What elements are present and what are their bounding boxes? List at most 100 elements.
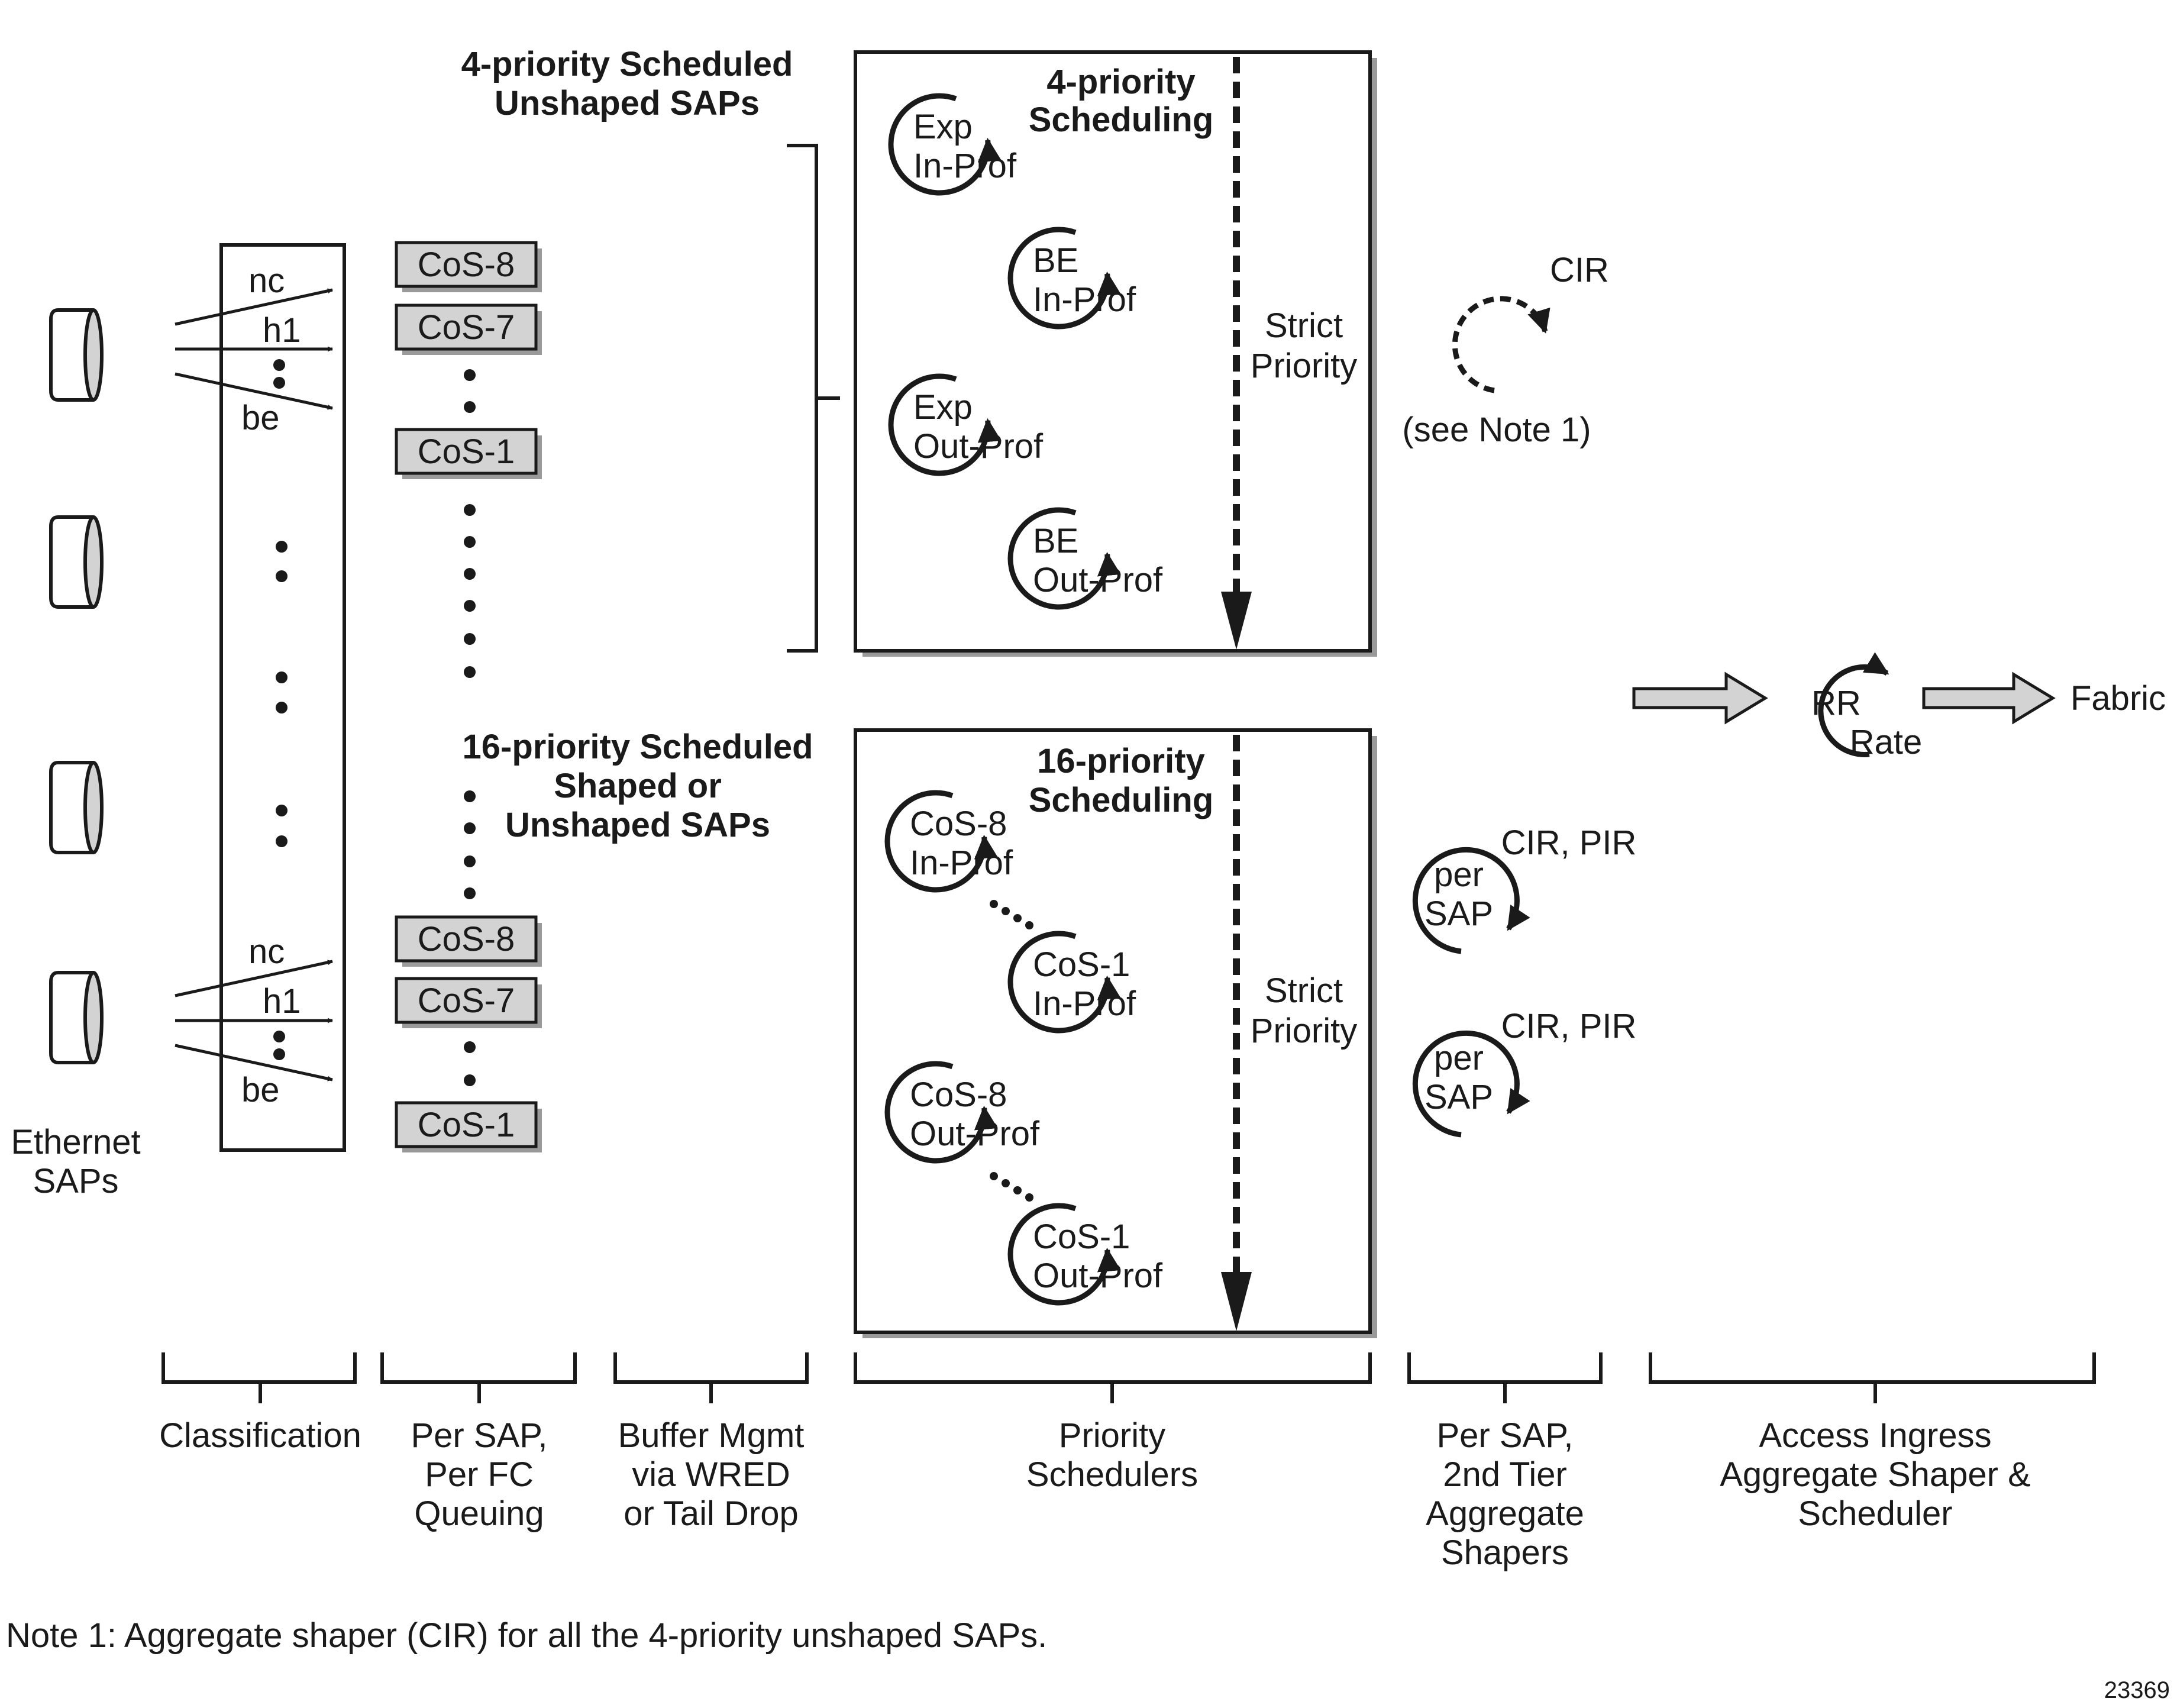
cir-shaper-dashed-icon <box>1452 296 1550 393</box>
top-strict-line1: Strict <box>1265 306 1343 345</box>
saps-label-line1: Ethernet <box>11 1123 140 1161</box>
footnote: Note 1: Aggregate shaper (CIR) for all t… <box>6 1616 1047 1655</box>
scheduler-label-line2: Out-Prof <box>910 1115 1040 1153</box>
scheduler-label-line2: In-Prof <box>1033 984 1136 1023</box>
bottom-schedulers: CoS-8In-ProfCoS-1In-ProfCoS-8Out-ProfCoS… <box>884 790 1163 1306</box>
strict-priority-arrowhead-bottom <box>1221 1272 1252 1331</box>
top-box-title-line1: 4-priority <box>1046 63 1195 101</box>
ellipsis-dot <box>464 1074 476 1086</box>
classification-flow-top: nc h1 be <box>175 261 333 437</box>
flow-arrow-be <box>175 372 333 410</box>
top-box-title-line2: Scheduling <box>1029 101 1214 139</box>
rr-scheduler-icon <box>1818 652 1889 757</box>
stage-bracket: Classification <box>159 1352 361 1455</box>
flow-arrow-to-fabric <box>1922 671 2056 725</box>
stage-label: Per FC <box>425 1455 534 1494</box>
queue-box: CoS-7 <box>395 977 542 1028</box>
stage-label: Per SAP, <box>411 1416 547 1455</box>
scheduler-label-line1: BE <box>1033 241 1078 280</box>
fc-label-be: be <box>241 399 280 437</box>
stage-label: Queuing <box>414 1494 544 1533</box>
scheduler-label-line2: In-Prof <box>910 844 1013 882</box>
rate-label: Rate <box>1850 723 1923 761</box>
ellipsis-dot <box>464 568 476 580</box>
ellipsis-dot <box>464 822 476 834</box>
scheduler-label-line2: Out-Prof <box>913 427 1044 466</box>
top-group-title-line2: Unshaped SAPs <box>495 84 760 122</box>
strict-priority-arrowhead-top <box>1221 592 1252 650</box>
sap-cylinders <box>49 308 104 1064</box>
flow-arrow-into-rr <box>1632 671 1768 725</box>
queue-label: CoS-8 <box>418 246 515 284</box>
bottom-group-title-line3: Unshaped SAPs <box>505 806 770 844</box>
queue-box: CoS-8 <box>395 915 542 967</box>
top-group-bracket <box>787 144 840 653</box>
stage-label: Per SAP, <box>1436 1416 1573 1455</box>
queue-box: CoS-7 <box>395 303 542 355</box>
bottom-box-title-line1: 16-priority <box>1037 742 1205 780</box>
fc-label-be: be <box>241 1071 280 1109</box>
queue-box: CoS-8 <box>395 241 542 292</box>
scheduler-label-line2: Out-Prof <box>1033 561 1163 599</box>
fabric-label: Fabric <box>2070 679 2166 718</box>
bottom-strict-line1: Strict <box>1265 971 1343 1010</box>
shaper-rate-label: CIR, PIR <box>1501 824 1637 862</box>
ellipsis-dot <box>464 666 476 678</box>
ellipsis-dot <box>273 359 285 371</box>
flow-arrow-be <box>175 1044 333 1081</box>
scheduler-label-line1: CoS-1 <box>1033 1218 1130 1256</box>
queue-label: CoS-1 <box>418 432 515 471</box>
stage-label: Schedulers <box>1026 1455 1198 1494</box>
ellipsis-dot <box>464 504 476 516</box>
classification-box <box>219 243 346 1152</box>
stage-label: Buffer Mgmt <box>618 1416 805 1455</box>
flow-arrow-nc <box>175 288 333 326</box>
classification-ellipsis <box>276 541 288 847</box>
cir-label: CIR <box>1550 251 1609 289</box>
shaper-label-line2: SAP <box>1424 1078 1493 1116</box>
ellipsis-dot <box>464 633 476 645</box>
fc-label-nc: nc <box>248 261 285 300</box>
stage-label: Scheduler <box>1798 1494 1952 1533</box>
stage-label: Aggregate <box>1426 1494 1584 1533</box>
scheduler-label-line2: In-Prof <box>1033 280 1136 319</box>
queue-ellipsis <box>464 369 476 1086</box>
rr-label: RR <box>1811 684 1861 722</box>
stage-label: via WRED <box>632 1455 790 1494</box>
queue-label: CoS-7 <box>418 308 515 347</box>
bottom-strict-line2: Priority <box>1251 1012 1357 1050</box>
ellipsis-dot <box>273 377 285 389</box>
see-note-label: (see Note 1) <box>1402 411 1591 449</box>
scheduler-label-line1: CoS-1 <box>1033 945 1130 984</box>
shaper-label-line2: SAP <box>1424 895 1493 933</box>
scheduler-icon: CoS-1In-Prof <box>1007 931 1136 1034</box>
bottom-box-title-line2: Scheduling <box>1029 781 1214 819</box>
queue-label: CoS-7 <box>418 981 515 1020</box>
ellipsis-dot <box>464 369 476 381</box>
bottom-group-title-line1: 16-priority Scheduled <box>462 728 813 766</box>
queue-label: CoS-8 <box>418 920 515 958</box>
scheduler-label-line1: Exp <box>913 108 973 146</box>
stage-label: Priority <box>1059 1416 1165 1455</box>
classification-flow-bottom: nc h1 be <box>175 932 333 1109</box>
ethernet-sap-icon <box>49 515 104 609</box>
shaper-rate-label: CIR, PIR <box>1501 1007 1637 1045</box>
ethernet-sap-icon <box>49 971 104 1064</box>
stage-label: Shapers <box>1441 1533 1569 1572</box>
ellipsis-dot <box>464 401 476 413</box>
scheduler-label-line1: CoS-8 <box>910 1076 1007 1114</box>
scheduler-icon: CoS-8In-Prof <box>884 790 1013 893</box>
